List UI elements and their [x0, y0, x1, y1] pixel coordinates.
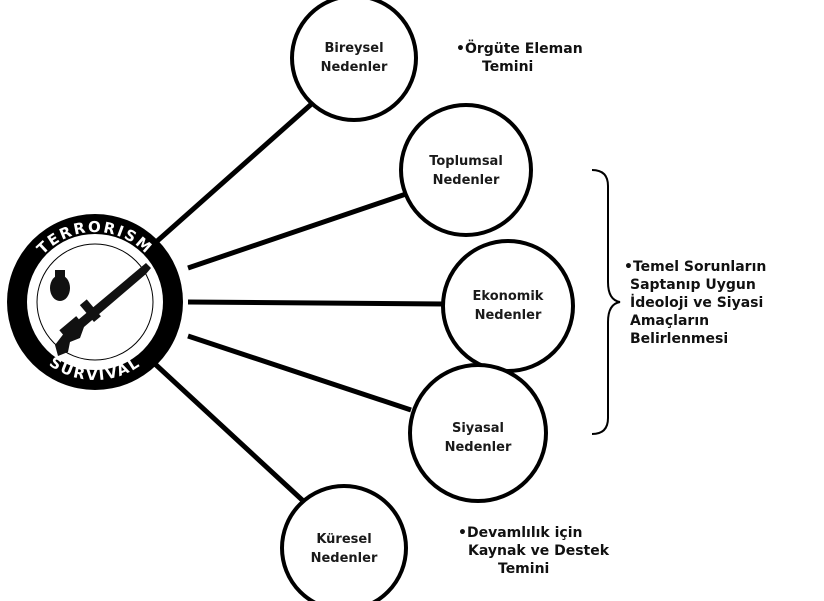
node-label-bireysel-line1: Bireysel	[324, 41, 384, 56]
note-group: •Temel Sorunların Saptanıp Uygun İdeoloj…	[624, 258, 766, 348]
connector-kuresel	[153, 362, 315, 512]
note-kuresel: •Devamlılık için Kaynak ve Destek Temini	[458, 524, 609, 578]
note-group-line1: •Temel Sorunların	[624, 259, 767, 275]
grenade-icon	[50, 270, 70, 301]
terrorism-emblem-icon	[7, 214, 183, 390]
connector-bireysel	[153, 90, 327, 245]
node-label-bireysel: Bireysel Nedenler	[294, 39, 414, 77]
note-group-line2: Saptanıp Uygun	[630, 277, 756, 293]
note-group-line5: Belirlenmesi	[630, 331, 729, 347]
node-label-siyasal-line2: Nedenler	[444, 440, 512, 455]
node-label-bireysel-line2: Nedenler	[320, 60, 388, 75]
rifle-icon	[55, 263, 151, 356]
connector-siyasal	[187, 333, 412, 413]
note-kuresel-line1: •Devamlılık için	[458, 525, 583, 541]
node-circle-toplumsal	[399, 103, 533, 237]
node-label-toplumsal-line2: Nedenler	[432, 173, 500, 188]
note-group-line4: Amaçların	[630, 313, 710, 329]
note-group-line3: İdeoloji ve Siyasi	[630, 295, 764, 311]
connector-toplumsal	[187, 191, 407, 271]
node-label-toplumsal-line1: Toplumsal	[429, 154, 503, 169]
node-label-kuresel-line1: Küresel	[316, 532, 372, 547]
node-circle-kuresel	[280, 484, 408, 601]
node-label-ekonomik: Ekonomik Nedenler	[446, 287, 570, 325]
node-label-toplumsal: Toplumsal Nedenler	[404, 152, 528, 190]
node-label-ekonomik-line1: Ekonomik	[472, 289, 544, 304]
node-label-siyasal: Siyasal Nedenler	[416, 419, 540, 457]
node-circle-siyasal	[408, 363, 548, 503]
node-label-siyasal-line1: Siyasal	[451, 421, 505, 436]
note-kuresel-line3: Temini	[498, 561, 550, 577]
note-bireysel: •Örgüte Eleman Temini	[456, 40, 583, 76]
connector-ekonomik	[187, 299, 445, 307]
node-label-kuresel: Küresel Nedenler	[284, 530, 404, 568]
group-curly-brace	[591, 169, 621, 435]
note-kuresel-line2: Kaynak ve Destek	[468, 543, 610, 559]
note-bireysel-line2: Temini	[482, 59, 534, 75]
node-label-ekonomik-line2: Nedenler	[474, 308, 542, 323]
note-bireysel-line1: •Örgüte Eleman	[456, 41, 583, 57]
node-circle-bireysel	[290, 0, 418, 122]
node-label-kuresel-line2: Nedenler	[310, 551, 378, 566]
